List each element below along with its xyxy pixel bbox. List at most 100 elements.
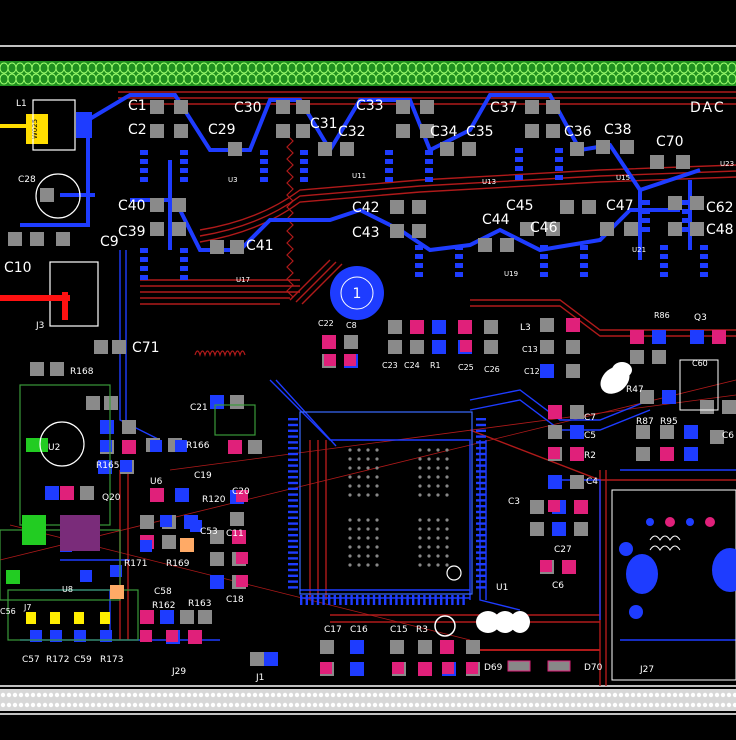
label-j27: J27	[639, 665, 654, 675]
label-r86: R86	[654, 311, 670, 320]
l1-pad	[76, 112, 92, 138]
label-u15: U15	[616, 174, 630, 182]
label-c11: C11	[226, 529, 244, 539]
label-r166: R166	[186, 441, 210, 451]
j3-red-trace-2	[62, 292, 68, 320]
label-l3: L3	[520, 323, 531, 333]
label-r165: R165	[96, 461, 119, 471]
label-c46: C46	[530, 220, 558, 236]
label-c7: C7	[584, 413, 596, 423]
component-pads	[8, 100, 736, 676]
label-c5: C5	[584, 431, 596, 441]
white-highlights	[476, 362, 632, 633]
label-c39: C39	[118, 224, 146, 240]
label-q3: Q3	[694, 313, 707, 323]
label-c71: C71	[132, 340, 160, 356]
label-r169: R169	[166, 559, 190, 569]
label-u6: U6	[150, 477, 163, 487]
label-c4: C4	[586, 477, 598, 487]
label-r172: R172	[46, 655, 69, 665]
label-r162: R162	[152, 601, 175, 611]
mounting-hole-label: 1	[353, 286, 362, 302]
label-u23: U23	[720, 160, 734, 168]
label-c56: C56	[0, 607, 16, 616]
label-c20: C20	[232, 487, 250, 497]
label-r95: R95	[660, 417, 678, 427]
label-c2: C2	[128, 122, 147, 138]
label-q20: Q20	[102, 493, 121, 503]
label-u13: U13	[482, 178, 496, 186]
c28-pad	[40, 188, 54, 202]
logo-box	[60, 515, 100, 551]
c28-outline	[35, 173, 81, 219]
diode-d70	[547, 660, 571, 672]
label-u3: U3	[228, 176, 238, 184]
label-c24: C24	[404, 361, 420, 370]
l1-outline	[32, 99, 76, 151]
label-c44: C44	[482, 212, 510, 228]
label-c62: C62	[706, 200, 734, 216]
dac-header-text: DAC	[690, 100, 726, 116]
label-c9: C9	[100, 234, 119, 250]
label-c18: C18	[226, 595, 244, 605]
orange-pad-2	[180, 538, 194, 552]
label-c6: C6	[552, 581, 564, 591]
label-c36: C36	[564, 124, 592, 140]
label-u2: U2	[48, 443, 60, 453]
label-r47: R47	[626, 385, 644, 395]
top-copper-traces	[20, 93, 701, 260]
label-c23: C23	[382, 361, 398, 370]
top-green-rail	[0, 61, 736, 86]
w025-label: W025	[31, 119, 39, 139]
u1-via-grid	[348, 448, 449, 567]
label-c17: C17	[324, 625, 342, 635]
label-u17: U17	[236, 276, 250, 284]
label-r120: R120	[202, 495, 226, 505]
label-c3: C3	[508, 497, 520, 507]
u1-pin1-marker	[446, 565, 462, 581]
label-c21: C21	[190, 403, 208, 413]
label-c53: C53	[200, 527, 218, 537]
mounting-hole	[330, 266, 384, 320]
label-u21: U21	[632, 246, 646, 254]
label-j3: J3	[35, 321, 44, 331]
label-c48: C48	[706, 222, 734, 238]
right-blue-holes	[619, 518, 736, 619]
green-pad-1	[22, 515, 46, 545]
label-c8: C8	[346, 321, 357, 330]
label-r2: R2	[584, 451, 596, 461]
label-j7: J7	[23, 603, 31, 612]
label-c61: C6	[722, 431, 734, 441]
marker-ring	[434, 615, 456, 637]
yellow-pads	[26, 612, 110, 624]
label-d70: D70	[584, 663, 603, 673]
magenta-pads-right	[665, 517, 715, 527]
label-c31: C31	[310, 116, 338, 132]
u1-outline	[299, 411, 473, 595]
yellow-trace	[0, 124, 26, 128]
label-c60: C60	[692, 359, 708, 368]
orange-pad-1	[110, 585, 124, 599]
mounting-hole-ring	[340, 276, 374, 310]
bottom-white-rail	[0, 685, 736, 715]
label-r171: R171	[124, 559, 147, 569]
label-r168: R168	[70, 367, 94, 377]
label-c47: C47	[606, 198, 634, 214]
right-circuit	[611, 359, 736, 681]
label-c58: C58	[154, 587, 172, 597]
label-c34: C34	[430, 124, 458, 140]
label-c30: C30	[234, 100, 262, 116]
label-c19: C19	[194, 471, 212, 481]
c-large-outline	[39, 421, 85, 467]
label-c35: C35	[466, 124, 494, 140]
j3-outline	[49, 261, 99, 327]
label-c13: C13	[522, 345, 538, 354]
label-c27: C27	[554, 545, 572, 555]
label-c32: C32	[338, 124, 366, 140]
green-pad-2	[6, 570, 20, 584]
label-c43: C43	[352, 225, 380, 241]
label-r1: R1	[430, 361, 441, 370]
